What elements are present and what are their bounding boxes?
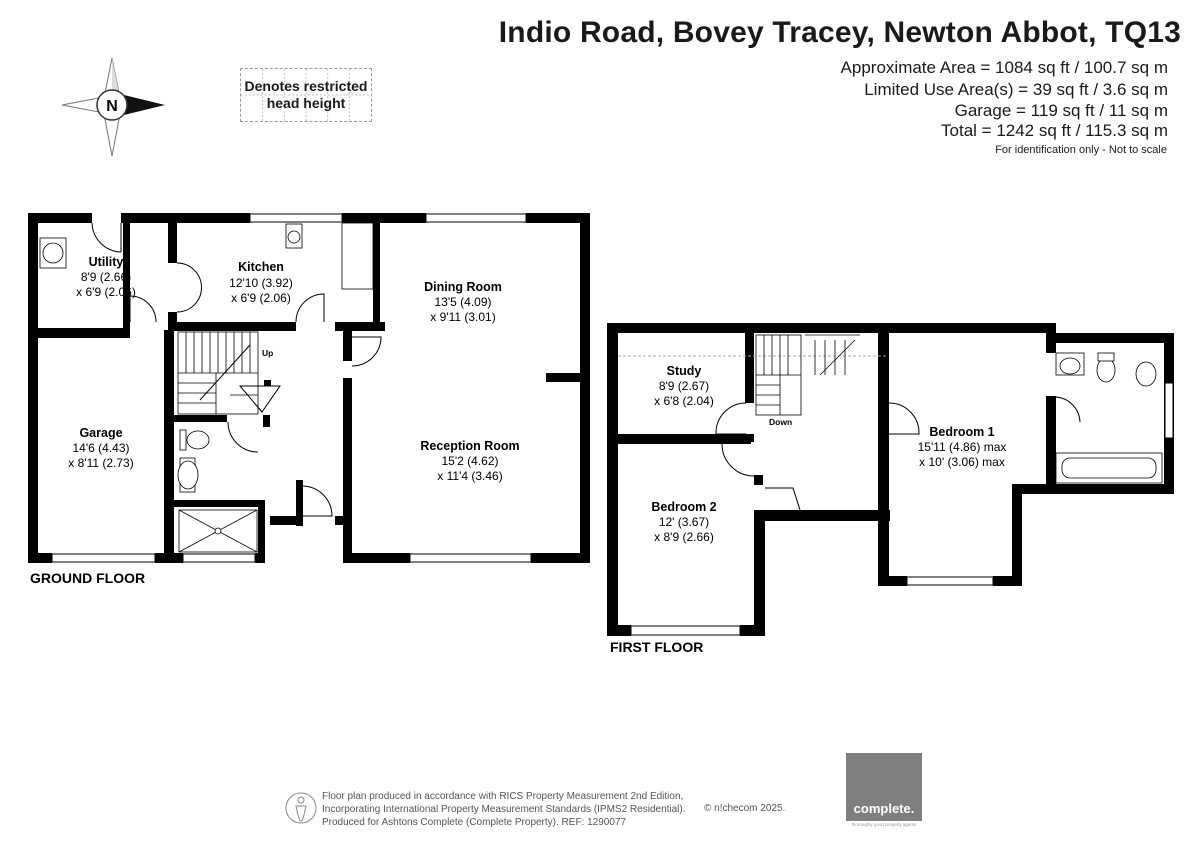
ground-floor-fixtures [39, 222, 374, 553]
svg-text:8'9 (2.67): 8'9 (2.67) [659, 379, 709, 393]
room-label-study: Study 8'9 (2.67) x 6'8 (2.04) [654, 364, 714, 408]
svg-text:x 6'9 (2.06): x 6'9 (2.06) [76, 285, 136, 299]
room-label-bedroom-1: Bedroom 1 15'11 (4.86) max x 10' (3.06) … [918, 425, 1007, 469]
limited-use-area: Limited Use Area(s) = 39 sq ft / 3.6 sq … [864, 80, 1168, 99]
scale-disclaimer: For identification only - Not to scale [995, 144, 1167, 156]
svg-text:x 8'11 (2.73): x 8'11 (2.73) [68, 456, 133, 470]
bathroom-fixtures [1055, 352, 1163, 484]
first-floor-stairs [755, 334, 860, 416]
ground-floor-label: GROUND FLOOR [30, 570, 145, 586]
svg-text:Kitchen: Kitchen [238, 260, 284, 274]
footer-notes: Floor plan produced in accordance with R… [322, 790, 702, 829]
logo-text: complete. [853, 801, 915, 816]
footer-line-3: Produced for Ashtons Complete (Complete … [322, 817, 627, 828]
compass-letter: N [106, 98, 118, 115]
ground-stairs-label: Up [262, 348, 273, 358]
svg-text:Reception Room: Reception Room [420, 439, 519, 453]
footer-line-1: Floor plan produced in accordance with R… [322, 791, 684, 802]
svg-text:15'11 (4.86) max: 15'11 (4.86) max [918, 440, 1007, 454]
ground-floor-walls [28, 213, 590, 563]
compass-rose-icon: N [61, 57, 165, 157]
svg-text:x 9'11 (3.01): x 9'11 (3.01) [430, 310, 495, 324]
room-label-garage: Garage 14'6 (4.43) x 8'11 (2.73) [68, 426, 133, 470]
first-floor-walls [607, 323, 1174, 636]
svg-text:14'6 (4.43): 14'6 (4.43) [73, 441, 130, 455]
room-label-bedroom-2: Bedroom 2 12' (3.67) x 8'9 (2.66) [651, 500, 716, 544]
svg-text:8'9 (2.66): 8'9 (2.66) [81, 270, 131, 284]
svg-text:x 6'8 (2.04): x 6'8 (2.04) [654, 394, 714, 408]
svg-text:Dining Room: Dining Room [424, 280, 502, 294]
svg-text:Garage: Garage [79, 426, 122, 440]
ground-floor-doors [91, 222, 382, 517]
svg-text:Utility: Utility [89, 255, 124, 269]
svg-text:13'5 (4.09): 13'5 (4.09) [435, 295, 492, 309]
first-floor-windows [630, 382, 1174, 636]
svg-text:12'10 (3.92): 12'10 (3.92) [229, 276, 293, 290]
ground-floor-stairs [177, 331, 259, 415]
first-floor-doors [715, 396, 1081, 511]
room-label-dining-room: Dining Room 13'5 (4.09) x 9'11 (3.01) [424, 280, 502, 324]
legend-line-1: Denotes restricted [244, 78, 368, 94]
room-label-reception-room: Reception Room 15'2 (4.62) x 11'4 (3.46) [420, 439, 519, 483]
svg-text:Bedroom 1: Bedroom 1 [929, 425, 994, 439]
svg-text:x 6'9 (2.06): x 6'9 (2.06) [231, 291, 291, 305]
page-title: Indio Road, Bovey Tracey, Newton Abbot, … [498, 16, 1181, 49]
complete-logo: complete. [846, 753, 922, 821]
total-area: Total = 1242 sq ft / 115.3 sq m [941, 121, 1168, 140]
room-label-utility: Utility 8'9 (2.66) x 6'9 (2.06) [76, 255, 136, 299]
svg-text:x 8'9 (2.66): x 8'9 (2.66) [654, 530, 714, 544]
svg-text:Bedroom 2: Bedroom 2 [651, 500, 716, 514]
svg-text:Study: Study [667, 364, 702, 378]
svg-text:x 10' (3.06) max: x 10' (3.06) max [919, 455, 1005, 469]
svg-text:15'2 (4.62): 15'2 (4.62) [442, 454, 499, 468]
svg-text:x 11'4 (3.46): x 11'4 (3.46) [437, 469, 502, 483]
svg-text:12' (3.67): 12' (3.67) [659, 515, 709, 529]
ground-floor-windows [51, 213, 532, 563]
logo-tagline: thoroughly good property agents [851, 822, 917, 827]
first-stairs-label: Down [769, 417, 792, 427]
first-floor-label: FIRST FLOOR [610, 639, 703, 655]
approximate-area: Approximate Area = 1084 sq ft / 100.7 sq… [840, 58, 1168, 77]
accessibility-person-icon [285, 792, 317, 824]
copyright-notice: © n!checom 2025. [704, 803, 786, 814]
footer-line-2: Incorporating International Property Mea… [322, 804, 686, 815]
legend-line-2: head height [266, 95, 346, 111]
garage-area: Garage = 119 sq ft / 11 sq m [954, 101, 1168, 120]
room-label-kitchen: Kitchen 12'10 (3.92) x 6'9 (2.06) [229, 260, 293, 305]
